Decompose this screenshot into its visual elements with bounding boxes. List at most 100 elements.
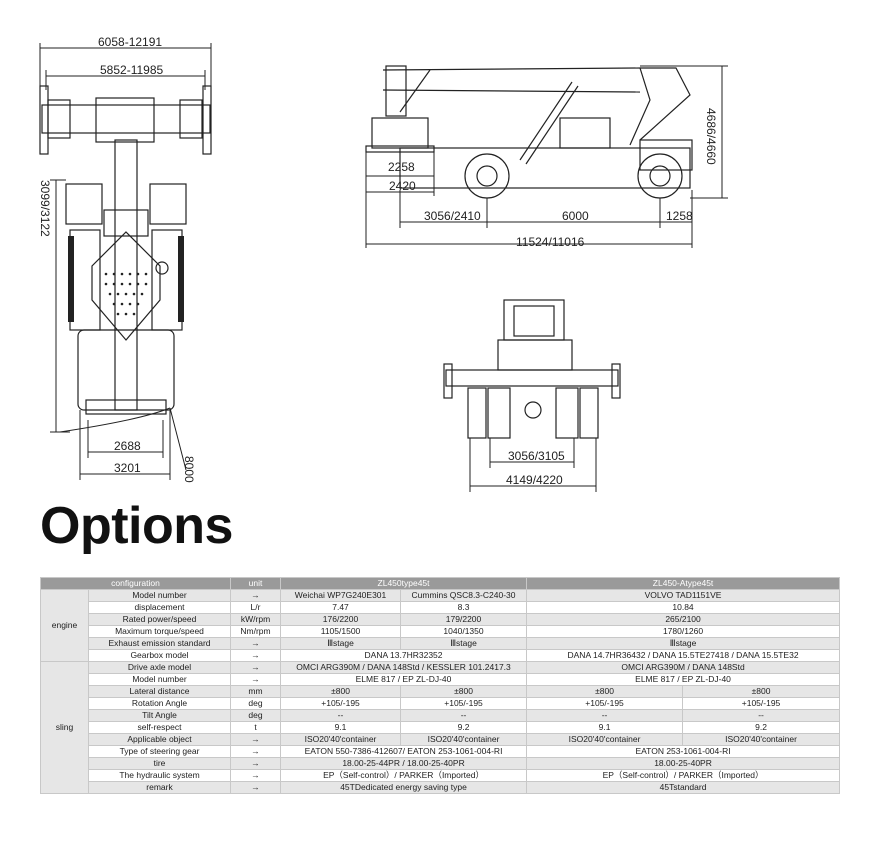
header-configuration: configuration	[39, 577, 232, 590]
value-cell: 9.2	[682, 721, 841, 734]
unit-cell: deg	[230, 697, 282, 710]
table-row: Type of steering gear→EATON 550-7386-412…	[41, 745, 841, 758]
value-cell: ELME 817 / EP ZL-DJ-40	[526, 673, 841, 686]
value-cell: 7.47	[280, 601, 402, 614]
unit-cell: →	[230, 649, 282, 662]
options-table: configuration unit ZL450type45t ZL450-At…	[39, 577, 841, 794]
value-cell: 1780/1260	[526, 625, 841, 638]
value-cell: 9.1	[526, 721, 684, 734]
value-cell: +105/-195	[682, 697, 841, 710]
value-cell: Ⅲstage	[280, 637, 402, 650]
value-cell: ±800	[400, 685, 528, 698]
dim-rear-width: 4149/4220	[506, 473, 563, 487]
dim-top-bottom-inner: 2688	[114, 439, 141, 453]
value-cell: Ⅲstage	[526, 637, 841, 650]
header-unit: unit	[230, 577, 282, 590]
value-cell: 1040/1350	[400, 625, 528, 638]
unit-cell: →	[230, 745, 282, 758]
dim-side-front-outer: 2420	[389, 179, 416, 193]
item-label: Model number	[87, 673, 232, 686]
value-cell: 18.00-25-40PR	[526, 757, 841, 770]
value-cell: ±800	[280, 685, 402, 698]
group-label: sling	[40, 661, 89, 794]
dim-side-total-length: 11524/11016	[516, 235, 585, 249]
value-cell: 8.3	[400, 601, 528, 614]
item-label: displacement	[87, 601, 232, 614]
value-cell: ISO20'40'container	[682, 733, 841, 746]
value-cell: ELME 817 / EP ZL-DJ-40	[280, 673, 528, 686]
value-cell: +105/-195	[400, 697, 528, 710]
unit-cell: →	[230, 781, 282, 794]
item-label: Gearbox model	[87, 649, 232, 662]
item-label: Tilt Angle	[87, 709, 232, 722]
value-cell: DANA 13.7HR32352	[280, 649, 528, 662]
value-cell: ISO20'40'container	[400, 733, 528, 746]
item-label: Applicable object	[87, 733, 232, 746]
value-cell: --	[400, 709, 528, 722]
unit-cell: →	[230, 637, 282, 650]
top-view-body	[39, 85, 212, 415]
unit-cell: →	[230, 661, 282, 674]
item-label: self-respect	[87, 721, 232, 734]
unit-cell: t	[230, 721, 282, 734]
unit-cell: →	[230, 769, 282, 782]
unit-cell: Nm/rpm	[230, 625, 282, 638]
value-cell: 9.2	[400, 721, 528, 734]
value-cell: --	[526, 709, 684, 722]
item-label: Model number	[87, 589, 232, 602]
header-model-b: ZL450-Atype45t	[526, 577, 841, 590]
item-label: remark	[87, 781, 232, 794]
value-cell: ±800	[526, 685, 684, 698]
dim-side-wheelbase: 6000	[562, 209, 589, 223]
value-cell: 9.1	[280, 721, 402, 734]
item-label: The hydraulic system	[87, 769, 232, 782]
dim-side-front-inner: 2258	[388, 160, 415, 174]
value-cell: --	[280, 709, 402, 722]
value-cell: 10.84	[526, 601, 841, 614]
header-model-a: ZL450type45t	[280, 577, 528, 590]
item-label: Rated power/speed	[87, 613, 232, 626]
value-cell: EP（Self-control）/ PARKER（Imported）	[280, 769, 528, 782]
value-cell: 265/2100	[526, 613, 841, 626]
item-label: Type of steering gear	[87, 745, 232, 758]
value-cell: ISO20'40'container	[526, 733, 684, 746]
value-cell: 45Tstandard	[526, 781, 841, 794]
value-cell: EATON 253-1061-004-RI	[526, 745, 841, 758]
item-label: tire	[87, 757, 232, 770]
value-cell: Ⅲstage	[400, 637, 528, 650]
unit-cell: L/r	[230, 601, 282, 614]
dim-top-width-outer: 6058-12191	[98, 35, 163, 49]
top-view-dimension-lines	[39, 43, 212, 480]
value-cell: OMCI ARG390M / DANA 148Std	[526, 661, 841, 674]
dim-top-radius: 8000	[182, 456, 196, 483]
value-cell: 18.00-25-44PR / 18.00-25-40PR	[280, 757, 528, 770]
group-label: engine	[40, 589, 89, 662]
dim-top-width-inner: 5852-11985	[100, 63, 164, 77]
value-cell: ±800	[682, 685, 841, 698]
value-cell: OMCI ARG390M / DANA 148Std / KESSLER 101…	[280, 661, 528, 674]
value-cell: --	[682, 709, 841, 722]
value-cell: +105/-195	[526, 697, 684, 710]
dim-top-left-length: 3099/3122	[38, 180, 52, 237]
value-cell: DANA 14.7HR36432 / DANA 15.5TE27418 / DA…	[526, 649, 841, 662]
item-label: Maximum torque/speed	[87, 625, 232, 638]
value-cell: +105/-195	[280, 697, 402, 710]
top-view-holes	[68, 236, 184, 322]
unit-cell: deg	[230, 709, 282, 722]
dim-side-height: 4686/4660	[704, 108, 718, 165]
value-cell: ISO20'40'container	[280, 733, 402, 746]
unit-cell: kW/rpm	[230, 613, 282, 626]
value-cell: 45TDedicated energy saving type	[280, 781, 528, 794]
item-label: Drive axle model	[87, 661, 232, 674]
